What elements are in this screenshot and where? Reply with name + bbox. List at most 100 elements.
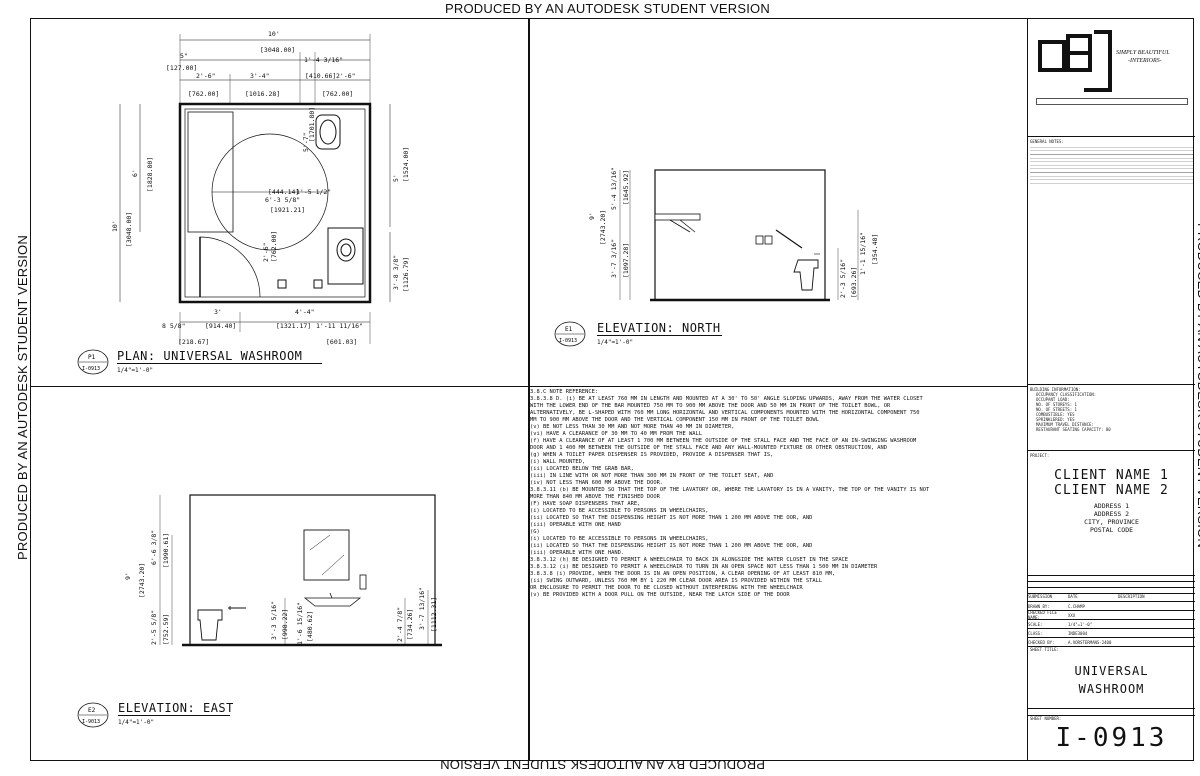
dim-label: 8 5/8" (162, 322, 185, 330)
sheet-title-box: SHEET TITLE: UNIVERSAL WASHROOM (1028, 646, 1195, 708)
dim-label: [1321.17] (276, 322, 311, 330)
view-title-underline (597, 335, 722, 336)
dim-label: [354.48] (871, 234, 879, 265)
note-line: (i) LOCATED TO BE ACCESSIBLE TO PERSONS … (530, 536, 709, 542)
titleblock-row-value: C.CHAMP (1068, 603, 1085, 609)
building-info-item: RESTAURANT SEATING CAPACITY: 80 (1036, 427, 1111, 432)
building-info-item: OCCUPANCY CLASSIFICATION: (1036, 392, 1097, 397)
dim-label: 1'-11 11/16" (316, 322, 363, 330)
note-line: 3.8.C NOTE REFERENCE: (530, 389, 599, 395)
titleblock-row-key: CHECKED FILE NAME: (1028, 610, 1057, 620)
note-line: (ii) SWING OUTWARD, UNLESS 760 MM BY 1 2… (530, 578, 823, 584)
dim-label: 5' (392, 174, 400, 182)
revision-table: SUBMISSION DATE DESCRIPTION DRAWN BY:C.C… (1028, 575, 1195, 647)
watermark-bottom: PRODUCED BY AN AUTODESK STUDENT VERSION (440, 757, 765, 772)
dim-label: 3'-8 3/8" (392, 255, 400, 290)
view-bubble-plan: P1 I-0913 (77, 349, 109, 375)
note-line: (i) WALL MOUNTED, (530, 459, 586, 465)
brand-logo: SIMPLY BEAUTIFUL -INTERIORS- (1036, 28, 1191, 105)
sheet-number-label: SHEET NUMBER: (1030, 716, 1062, 721)
note-line: (vi) HAVE A CLEARANCE OF 30 MM TO 40 MM … (530, 431, 703, 437)
note-line: (ii) LOCATED BELOW THE GRAB BAR, (530, 466, 634, 472)
dim-label: [762.00] (270, 231, 278, 262)
dim-label: [762.00] (322, 90, 353, 98)
titleblock-row-key: CHECKED BY: (1028, 639, 1055, 645)
view-scale-plan: 1/4"=1'-0" (117, 367, 154, 374)
dim-label: [410.66] (305, 72, 336, 80)
dim-label: 2'-3 5/16" (839, 259, 847, 298)
client-name-2: CLIENT NAME 2 (1054, 483, 1169, 498)
note-line: DOOR AND 1 400 MM BETWEEN THE OUTSIDE OF… (530, 445, 887, 451)
view-id: P1 (88, 354, 96, 361)
dim-label: 9' (124, 572, 132, 580)
dim-label: [693.26] (850, 267, 858, 298)
dim-label: 5'-4 13/16" (610, 167, 618, 210)
dim-label: [601.03] (326, 338, 357, 346)
building-info-label: BUILDING INFORMATION: (1030, 387, 1081, 392)
building-info-item: NO. OF STREETS: 1 (1036, 407, 1077, 412)
project-label: PROJECT: (1030, 453, 1050, 458)
revision-header: SUBMISSION DATE DESCRIPTION (1028, 594, 1195, 602)
dim-label: 1'-4 3/16" (304, 56, 343, 64)
dim-label: 2'-6" (262, 242, 270, 262)
watermark-right: PRODUCED BY AN AUTODESK STUDENT VERSION (1194, 223, 1200, 548)
view-bubble-north: E1 I-0913 (554, 321, 586, 347)
note-line: (iii) OPERABLE WITH ONE HAND. (530, 550, 625, 556)
dim-label: [1645.92] (622, 170, 630, 205)
note-line: (ii) LOCATED SO THAT THE DISPENSING HEIG… (530, 543, 813, 549)
general-notes-text (1030, 144, 1193, 184)
dim-label: 3' (214, 308, 222, 316)
sheet-number-box: SHEET NUMBER: I-0913 (1028, 715, 1195, 761)
rev-header-submission: SUBMISSION (1028, 594, 1053, 599)
view-id: E1 (565, 326, 573, 333)
dim-label: [444.14] (268, 188, 299, 196)
dim-label: [734.26] (406, 609, 414, 640)
note-line: (G) (530, 529, 540, 535)
dim-label: 3'-7 13/16" (418, 587, 426, 630)
note-line: 3.8.3.8 D. (i) BE AT LEAST 760 MM IN LEN… (530, 396, 923, 402)
titleblock-row: SCALE:1/4"=1'-0" (1028, 620, 1195, 629)
dim-label: [2743.20] (599, 210, 607, 245)
note-line: MORE THAN 840 MM ABOVE THE FINISHED DOOR (530, 494, 660, 500)
dim-label: 6'-6 3/8" (150, 530, 158, 565)
sheet-title-line1: UNIVERSAL (1074, 664, 1149, 678)
dim-label: 3'-3 5/16" (270, 601, 278, 640)
dim-label: [3048.00] (260, 46, 295, 54)
watermark-top: PRODUCED BY AN AUTODESK STUDENT VERSION (445, 1, 770, 16)
dim-label: [762.00] (188, 90, 219, 98)
dim-label: [1990.61] (162, 533, 170, 568)
note-line: (i) LOCATED TO BE ACCESSIBLE TO PERSONS … (530, 508, 709, 514)
center-divider (528, 18, 530, 761)
general-notes: GENERAL NOTES: (1028, 136, 1195, 366)
dim-label: 2'-5 5/8" (150, 610, 158, 645)
note-line: (f) HAVE A CLEARANCE OF AT LEAST 1 700 M… (530, 438, 917, 444)
note-line: (iv) NOT LESS THAN 600 MM ABOVE THE DOOR… (530, 480, 664, 486)
dim-label: [752.59] (162, 614, 170, 645)
view-sheet-ref: I-9013 (82, 719, 100, 725)
view-sheet-ref: I-0913 (559, 338, 577, 344)
dim-label: [218.67] (178, 338, 209, 346)
note-line: 3.8.3.12 (i) BE DESIGNED TO PERMIT A WHE… (530, 564, 878, 570)
view-bubble-east: E2 I-9013 (77, 702, 109, 728)
dim-label: 1'-1 15/16" (859, 232, 867, 275)
titleblock-row: CLASS:INDE3004 (1028, 629, 1195, 638)
dim-label: 5" (180, 52, 188, 60)
north-elevation-drawing: 9' [2743.20] 5'-4 13/16" [1645.92] 3'-7 … (588, 167, 879, 302)
titleblock-row: CHECKED FILE NAME:XXX (1028, 610, 1195, 620)
building-info-item: OCCUPANT LOAD: (1036, 397, 1070, 402)
dim-label: 10' (111, 220, 119, 232)
note-line: (v) BE NOT LESS THAN 30 MM AND NOT MORE … (530, 424, 735, 430)
dim-label: [914.40] (205, 322, 236, 330)
titleblock-row-value: 1/4"=1'-0" (1068, 621, 1093, 627)
city-province: CITY, PROVINCE (1084, 518, 1139, 526)
sheet-title-label: SHEET TITLE: (1030, 647, 1059, 652)
titleblock-row-value: A.VORSTERMANS-2400 (1068, 639, 1112, 645)
code-notes: 3.8.C NOTE REFERENCE:3.8.3.8 D. (i) BE A… (530, 389, 995, 599)
dim-label: 2'-4 7/8" (396, 607, 404, 642)
watermark-left: PRODUCED BY AN AUTODESK STUDENT VERSION (14, 235, 30, 560)
brand-contact-box (1036, 98, 1188, 105)
dim-label: [1126.79] (402, 257, 410, 292)
note-line: 3.8.3.11 (b) BE MOUNTED SO THAT THE TOP … (530, 487, 930, 493)
building-info: BUILDING INFORMATION: OCCUPANCY CLASSIFI… (1028, 384, 1195, 450)
note-line: WITH THE LOWER END OF THE BAR MOUNTED 75… (530, 403, 891, 409)
